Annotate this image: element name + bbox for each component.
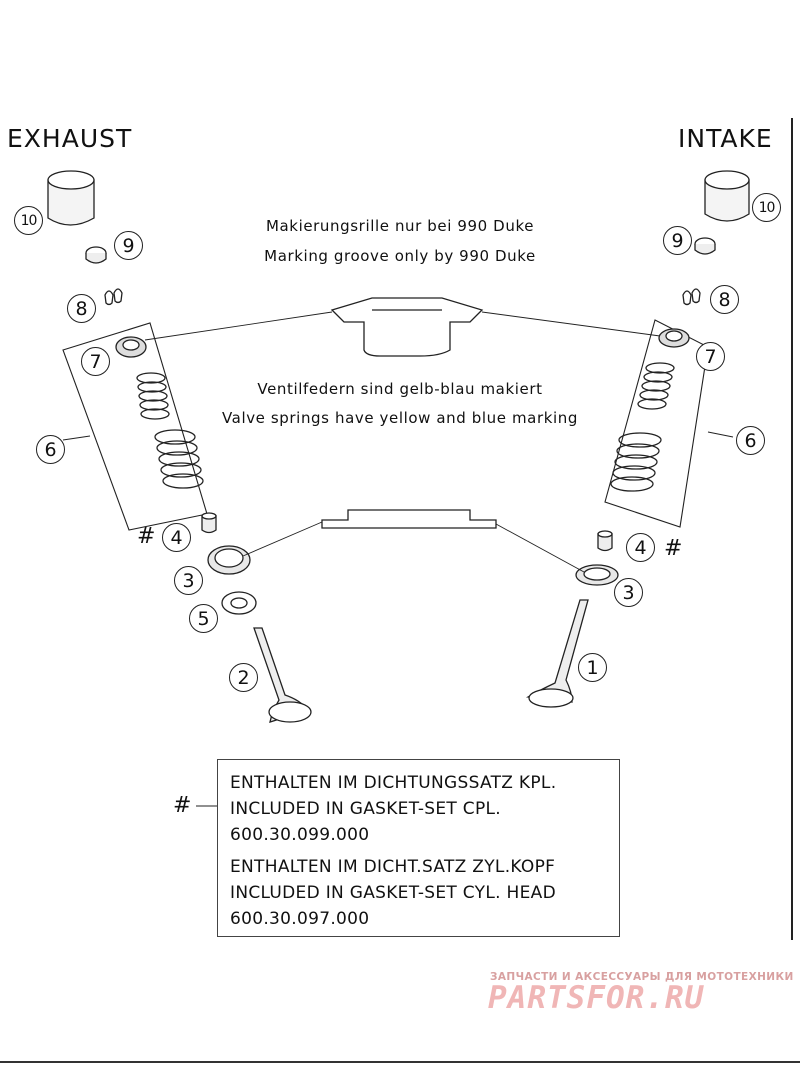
spring-profile-detail [321,509,497,529]
bottom-border-line [0,1061,800,1063]
callout-4-exhaust: 4 [162,523,191,552]
intake-spring-set-frame [604,319,709,528]
marking-groove-detail [330,297,484,357]
legend-line-2: INCLUDED IN GASKET-SET CPL. [230,799,501,819]
watermark-logo: PARTSFOR.RU [488,980,705,1016]
exhaust-valve [253,627,312,723]
right-border-line [791,118,793,940]
exhaust-washer [221,591,257,615]
exhaust-spring-retainer [115,336,147,358]
hash-mark-intake: # [664,536,683,561]
intake-spring-retainer [658,328,690,348]
callout-8-intake: 8 [710,285,739,314]
exhaust-inner-spring [136,372,170,420]
legend-line-1: ENTHALTEN IM DICHTUNGSSATZ KPL. [230,773,557,793]
springs-note-de: Ventilfedern sind gelb-blau makiert [257,380,543,398]
marking-note-de: Makierungsrille nur bei 990 Duke [265,217,535,235]
legend-line-6: 600.30.097.000 [230,909,370,929]
callout-7-exhaust: 7 [81,347,110,376]
exhaust-outer-spring [154,429,204,489]
springs-note-en: Valve springs have yellow and blue marki… [221,409,579,427]
watermark-tagline: ЗАПЧАСТИ И АКСЕССУАРЫ ДЛЯ МОТОТЕХНИКИ [490,971,794,983]
callout-5-exhaust: 5 [189,604,218,633]
gasket-set-legend: ENTHALTEN IM DICHTUNGSSATZ KPL. INCLUDED… [217,759,620,937]
intake-heading: INTAKE [678,124,773,153]
callout-1-intake: 1 [578,653,607,682]
hash-mark-exhaust: # [137,524,156,549]
intake-valve-collets [682,288,701,306]
intake-valve [525,599,589,708]
callout-10-intake: 10 [752,193,781,222]
intake-valve-shim [694,237,716,255]
callout-9-intake: 9 [663,226,692,255]
intake-outer-spring [610,432,662,492]
callout-6-exhaust: 6 [36,435,65,464]
exhaust-valve-collets [104,288,123,306]
callout-3-exhaust: 3 [174,566,203,595]
hash-mark-legend: # [173,793,192,818]
exhaust-spring-seat [207,545,251,575]
callout-3-intake: 3 [614,578,643,607]
intake-valve-stem-seal [597,530,613,552]
exhaust-bucket-tappet [47,170,95,226]
callout-10-exhaust: 10 [14,206,43,235]
callout-2-exhaust: 2 [229,663,258,692]
callout-9-exhaust: 9 [114,231,143,260]
exhaust-valve-stem-seal [201,512,217,534]
intake-spring-seat [575,564,619,586]
intake-bucket-tappet [704,170,750,222]
leader-lines [62,311,734,807]
exhaust-valve-shim [85,246,107,264]
legend-line-4: ENTHALTEN IM DICHT.SATZ ZYL.KOPF [230,857,556,877]
intake-inner-spring [637,362,675,410]
callout-8-exhaust: 8 [67,294,96,323]
legend-line-5: INCLUDED IN GASKET-SET CYL. HEAD [230,883,556,903]
callout-7-intake: 7 [696,342,725,371]
exhaust-heading: EXHAUST [7,124,133,153]
legend-line-3: 600.30.099.000 [230,825,370,845]
callout-4-intake: 4 [626,533,655,562]
marking-note-en: Marking groove only by 990 Duke [264,247,536,265]
callout-6-intake: 6 [736,426,765,455]
